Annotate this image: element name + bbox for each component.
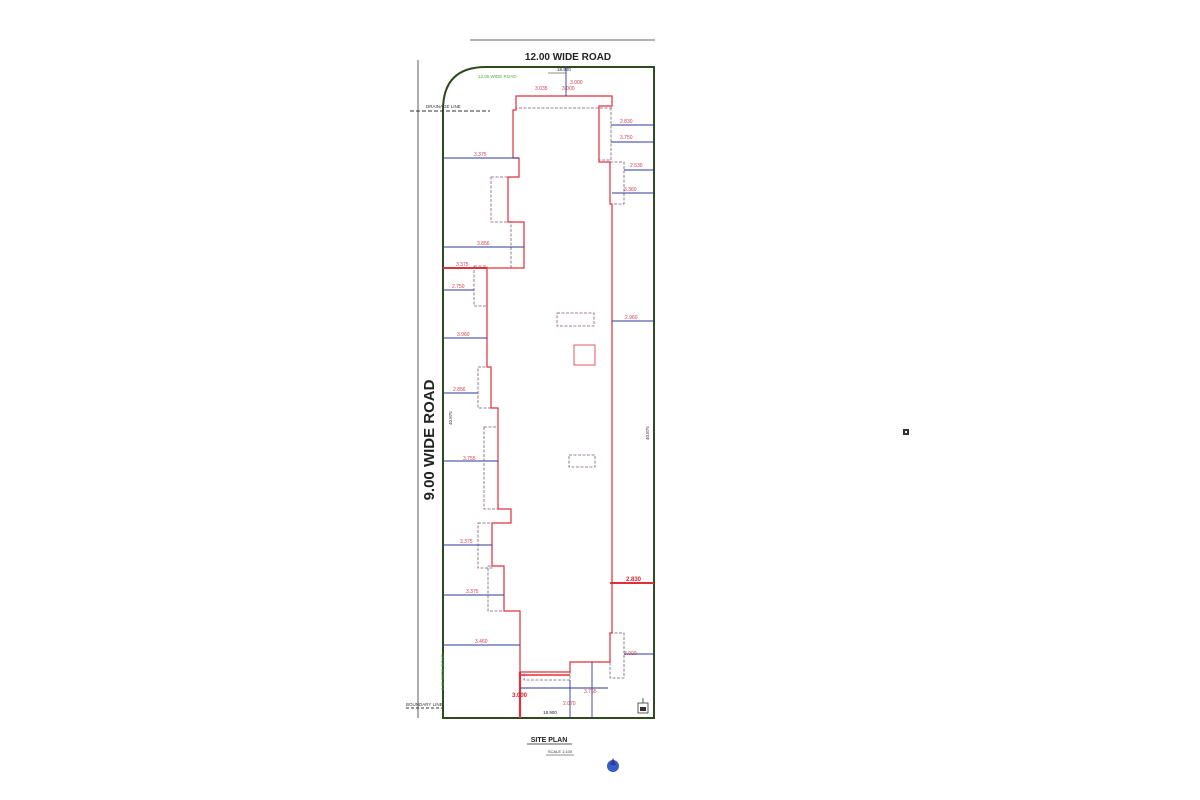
top-road-label: 12.00 WIDE ROAD (525, 52, 611, 63)
projection-left-5 (483, 426, 499, 510)
bottom-dimension: 18.900 (543, 710, 557, 715)
setback-left-10: 3.460 (475, 639, 488, 645)
setback-left-9: 3.375 (466, 589, 479, 595)
projection-left-1 (490, 176, 509, 223)
projection-left-7 (487, 565, 505, 612)
projection-bottom (523, 671, 571, 681)
boundary-label: BOUNDARY LINE (406, 702, 443, 707)
building-outline (486, 95, 613, 673)
inner-square (573, 344, 596, 366)
inner-box-bottom (568, 454, 596, 468)
setback-left-5: 3.960 (457, 332, 470, 338)
setback-right-4: 3.360 (624, 187, 637, 193)
setback-left-6: 2.856 (453, 387, 466, 393)
setback-left-8: 3.375 (460, 539, 473, 545)
projections (473, 95, 625, 681)
setback-right-3: 2.530 (630, 163, 643, 169)
green-side-note: 9.00 WIDE ROAD (440, 653, 445, 690)
setback-left-1: 3.375 (474, 152, 487, 158)
setback-left-3: 3.375 (456, 262, 469, 268)
setback-right-7: 3.000 (624, 651, 637, 657)
setback-right-5: 2.960 (625, 315, 638, 321)
green-road-note: 12.00 WIDE ROAD (478, 74, 517, 79)
inner-box-top (556, 312, 595, 327)
setback-right-1: 2.830 (620, 119, 633, 125)
right-dimension-label: 40.875 (645, 426, 650, 440)
setback-right-2: 3.750 (620, 135, 633, 141)
setback-bottom-1: 3.000 (512, 693, 528, 699)
projection-top (515, 95, 613, 109)
north-symbol-icon (607, 758, 619, 772)
setback-top-a: 3.035 (535, 86, 548, 92)
setback-left-7: 3.755 (463, 456, 476, 462)
left-dimension-label: 40.875 (448, 411, 453, 425)
projection-right-2 (609, 161, 625, 205)
setback-bottom-3: 2.070 (563, 701, 576, 707)
projection-right-1 (598, 105, 612, 161)
meter-box-icon (637, 698, 649, 714)
scale-label: SCALE 1:100 (548, 749, 573, 754)
setback-top-c: 3.000 (562, 86, 575, 92)
drainage-label: DRAINAGE LINE (426, 104, 461, 109)
top-dimension: 18.900 (557, 67, 571, 72)
plot-boundary (442, 66, 655, 719)
setback-left-2: 3.856 (477, 241, 490, 247)
projection-left-6 (477, 522, 493, 569)
small-marker-icon (903, 429, 909, 435)
setback-bottom-2: 3.755 (584, 689, 597, 695)
plan-caption: SITE PLAN (531, 737, 568, 744)
setback-top-b: 3.000 (570, 80, 583, 86)
projection-left-2 (510, 221, 525, 269)
projection-left-3 (473, 265, 488, 307)
projection-left-4 (477, 366, 492, 409)
projection-right-3 (609, 632, 625, 679)
setback-left-4: 2.750 (452, 284, 465, 290)
setback-right-6: 2.830 (626, 577, 642, 583)
setback-lines (443, 67, 654, 718)
left-road-label: 9.00 WIDE ROAD (421, 379, 438, 500)
